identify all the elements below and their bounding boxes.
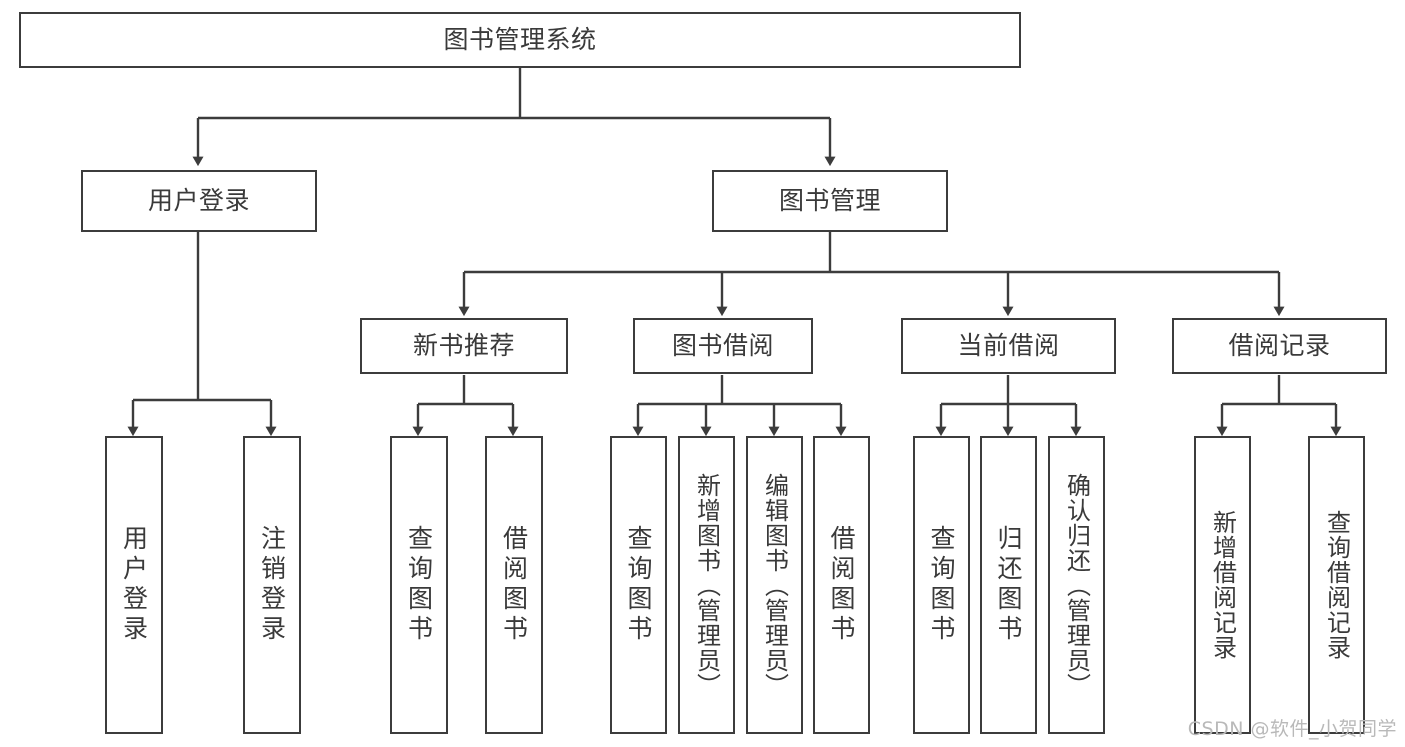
leaf-current-borrow-return[interactable]: 归还图书 bbox=[980, 436, 1037, 734]
node-book-borrow[interactable]: 图书借阅 bbox=[633, 318, 813, 374]
node-root-label: 图书管理系统 bbox=[443, 25, 597, 54]
leaf-user-login-login-label: 用户登录 bbox=[119, 525, 149, 645]
node-book-management-label: 图书管理 bbox=[778, 186, 881, 215]
node-current-borrow-label: 当前借阅 bbox=[957, 331, 1060, 360]
node-borrow-record-label: 借阅记录 bbox=[1228, 331, 1331, 360]
leaf-book-borrow-query-label: 查询图书 bbox=[624, 525, 653, 645]
node-current-borrow[interactable]: 当前借阅 bbox=[901, 318, 1116, 374]
leaf-new-book-query[interactable]: 查询图书 bbox=[390, 436, 448, 734]
watermark: CSDN @软件_小贺同学 bbox=[1187, 718, 1397, 740]
node-root[interactable]: 图书管理系统 bbox=[19, 12, 1021, 68]
leaf-user-login-logout-label: 注销登录 bbox=[257, 525, 287, 645]
leaf-book-borrow-add-label: 新增图书（管理员） bbox=[692, 472, 721, 698]
node-borrow-record[interactable]: 借阅记录 bbox=[1172, 318, 1387, 374]
leaf-book-borrow-borrow-label: 借阅图书 bbox=[827, 525, 856, 645]
node-book-management[interactable]: 图书管理 bbox=[712, 170, 948, 232]
node-user-login[interactable]: 用户登录 bbox=[81, 170, 317, 232]
node-new-book-recommend[interactable]: 新书推荐 bbox=[360, 318, 568, 374]
leaf-book-borrow-add[interactable]: 新增图书（管理员） bbox=[678, 436, 735, 734]
leaf-book-borrow-edit[interactable]: 编辑图书（管理员） bbox=[746, 436, 803, 734]
node-new-book-recommend-label: 新书推荐 bbox=[412, 331, 515, 360]
leaf-current-borrow-query[interactable]: 查询图书 bbox=[913, 436, 970, 734]
node-user-login-label: 用户登录 bbox=[147, 186, 250, 215]
leaf-current-borrow-confirm[interactable]: 确认归还（管理员） bbox=[1048, 436, 1105, 734]
leaf-current-borrow-confirm-label: 确认归还（管理员） bbox=[1062, 472, 1091, 698]
leaf-book-borrow-edit-label: 编辑图书（管理员） bbox=[760, 472, 789, 698]
leaf-borrow-record-add-label: 新增借阅记录 bbox=[1208, 510, 1237, 660]
leaf-borrow-record-add[interactable]: 新增借阅记录 bbox=[1194, 436, 1251, 734]
leaf-current-borrow-query-label: 查询图书 bbox=[927, 525, 956, 645]
node-book-borrow-label: 图书借阅 bbox=[671, 331, 774, 360]
leaf-new-book-borrow[interactable]: 借阅图书 bbox=[485, 436, 543, 734]
leaf-book-borrow-borrow[interactable]: 借阅图书 bbox=[813, 436, 870, 734]
leaf-new-book-borrow-label: 借阅图书 bbox=[499, 525, 529, 645]
leaf-borrow-record-query[interactable]: 查询借阅记录 bbox=[1308, 436, 1365, 734]
leaf-user-login-logout[interactable]: 注销登录 bbox=[243, 436, 301, 734]
leaf-book-borrow-query[interactable]: 查询图书 bbox=[610, 436, 667, 734]
leaf-current-borrow-return-label: 归还图书 bbox=[994, 525, 1023, 645]
leaf-user-login-login[interactable]: 用户登录 bbox=[105, 436, 163, 734]
leaf-new-book-query-label: 查询图书 bbox=[404, 525, 434, 645]
leaf-borrow-record-query-label: 查询借阅记录 bbox=[1322, 510, 1351, 660]
